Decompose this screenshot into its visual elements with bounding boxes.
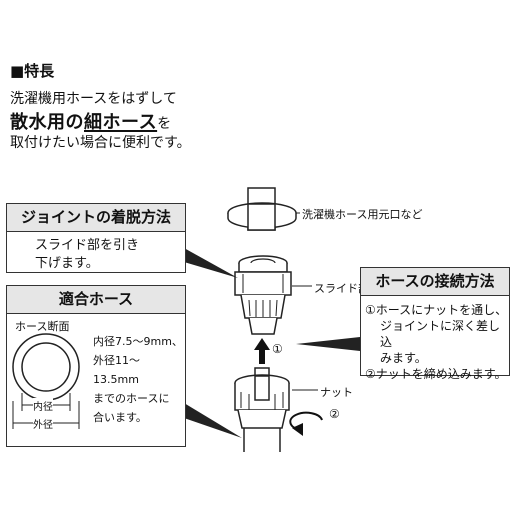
step-1a: ①ホースにナットを通し、 [365, 303, 508, 317]
slide-label: スライド部 [314, 282, 369, 295]
insert-arrow [254, 338, 270, 364]
nut-illustration [234, 367, 290, 452]
hose-pointer [184, 403, 242, 438]
connect-box: ホースの接続方法 ①ホースにナットを通し、 ジョイントに深く差し込 みます。 ②… [360, 267, 510, 381]
inner-diameter-label: 内径 [33, 398, 53, 413]
spec-1: 内径7.5～9mm、 [93, 335, 183, 348]
step-1b: ジョイントに深く差し込 [380, 319, 501, 349]
detach-box-body: スライド部を引き 下げます。 [35, 237, 139, 273]
step-2: ②ナットを締め込みます。 [365, 367, 507, 381]
arrow-1-label: ① [272, 342, 283, 356]
connect-pointer [296, 337, 360, 351]
features-line-2: 散水用の細ホースを [10, 108, 172, 134]
spec-3: までのホースに [93, 392, 170, 405]
connect-box-title: ホースの接続方法 [361, 268, 509, 296]
detach-box: ジョイントの着脱方法 スライド部を引き 下げます。 [6, 203, 186, 273]
outer-diameter-label: 外径 [33, 416, 53, 431]
detach-text-2: 下げます。 [35, 256, 99, 271]
features-heading: ■特長 [10, 62, 55, 80]
features-line-1: 洗濯機用ホースをはずして [10, 91, 177, 107]
arrow-2-label: ② [329, 407, 340, 421]
faucet-illustration [227, 187, 297, 231]
features-line-3: 取付けたい場合に便利です。 [10, 135, 191, 151]
hose-specs: 内径7.5～9mm、 外径11～13.5mm までのホースに 合います。 [93, 332, 185, 427]
detach-box-title: ジョイントの着脱方法 [7, 204, 185, 232]
connect-steps: ①ホースにナットを通し、 ジョイントに深く差し込 みます。 ②ナットを締め込みま… [365, 302, 509, 382]
spec-2: 外径11～13.5mm [93, 354, 140, 386]
joint-illustration [234, 255, 292, 335]
hose-section-label: ホース断面 [15, 320, 70, 333]
features-line-2c: を [157, 116, 172, 132]
hose-box-title: 適合ホース [7, 286, 185, 314]
detach-text-1: スライド部を引き [35, 238, 140, 253]
step-1c: みます。 [380, 351, 427, 365]
detach-pointer [184, 248, 238, 278]
faucet-label: 洗濯機ホース用元口など [302, 208, 423, 221]
features-line-2a: 散水用の [10, 112, 84, 133]
nut-label: ナット [320, 386, 353, 399]
spec-4: 合います。 [93, 411, 147, 424]
features-line-2b: 細ホース [84, 112, 158, 133]
rotate-arrow [289, 411, 323, 436]
hose-box: 適合ホース ホース断面 内径 外径 内径7.5～9mm、 外径11～13.5mm… [6, 285, 186, 447]
